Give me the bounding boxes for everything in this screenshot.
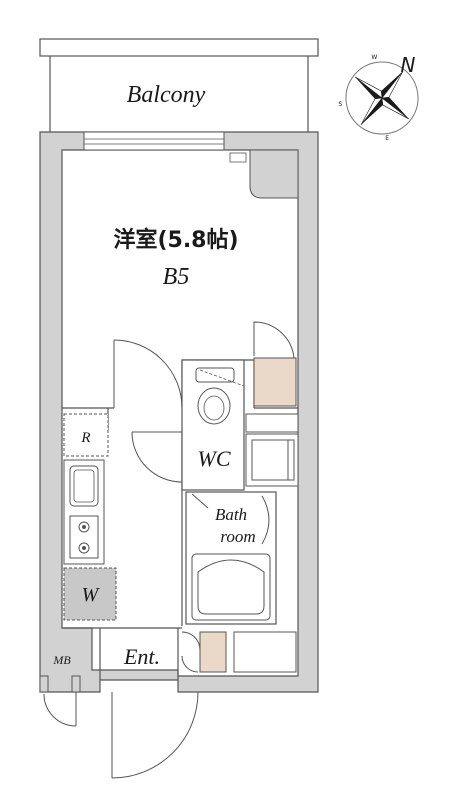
pipe-shaft [249,149,299,199]
meter-box-label: MB [52,653,71,667]
wc-label: WC [198,446,231,471]
toilet-tank-icon [195,367,235,383]
washer-space: W [63,567,117,621]
ac-sleeve [229,152,247,163]
washstand [245,413,299,487]
sink-icon [69,465,99,507]
refrigerator-space: R [63,413,109,457]
compass-south-label: S [338,101,342,108]
closet-door[interactable] [253,321,295,359]
meter-box-outline [39,675,49,693]
entrance: Ent. [111,644,199,779]
bathroom: Bath room [185,491,277,625]
mirror-cabinet [245,413,299,433]
toilet-bowl-icon [197,387,231,425]
meter-box: MB [39,653,81,727]
refrigerator-label: R [80,430,90,446]
bath-label-line2: room [220,527,255,546]
room-door[interactable] [113,339,183,409]
kitchen [63,459,105,565]
storage [233,631,297,673]
stove-icon [69,515,99,559]
room-code-label: B5 [163,264,190,290]
balcony: Balcony [39,38,319,132]
shoe-cabinet-door[interactable] [181,631,201,673]
entrance-storage [181,631,297,673]
bath-label-line1: Bath [215,505,247,524]
wc: WC [131,359,245,491]
shoe-cabinet [199,631,227,673]
washbasin-icon [251,439,289,481]
balcony-railing [39,38,319,57]
compass-east-label: E [385,135,389,142]
western-room: 洋室(5.8帖) B5 [113,227,238,290]
closet [253,321,297,407]
compass-west-label: W [371,54,377,61]
balcony-window [83,131,225,151]
room-name-label: 洋室(5.8帖) [113,227,238,253]
washer-label: W [82,584,101,606]
compass-north-label: N [401,53,416,77]
compass: W E S [338,54,419,142]
entrance-label: Ent. [123,644,160,669]
bath-door[interactable] [191,493,209,509]
balcony-label: Balcony [127,82,206,108]
